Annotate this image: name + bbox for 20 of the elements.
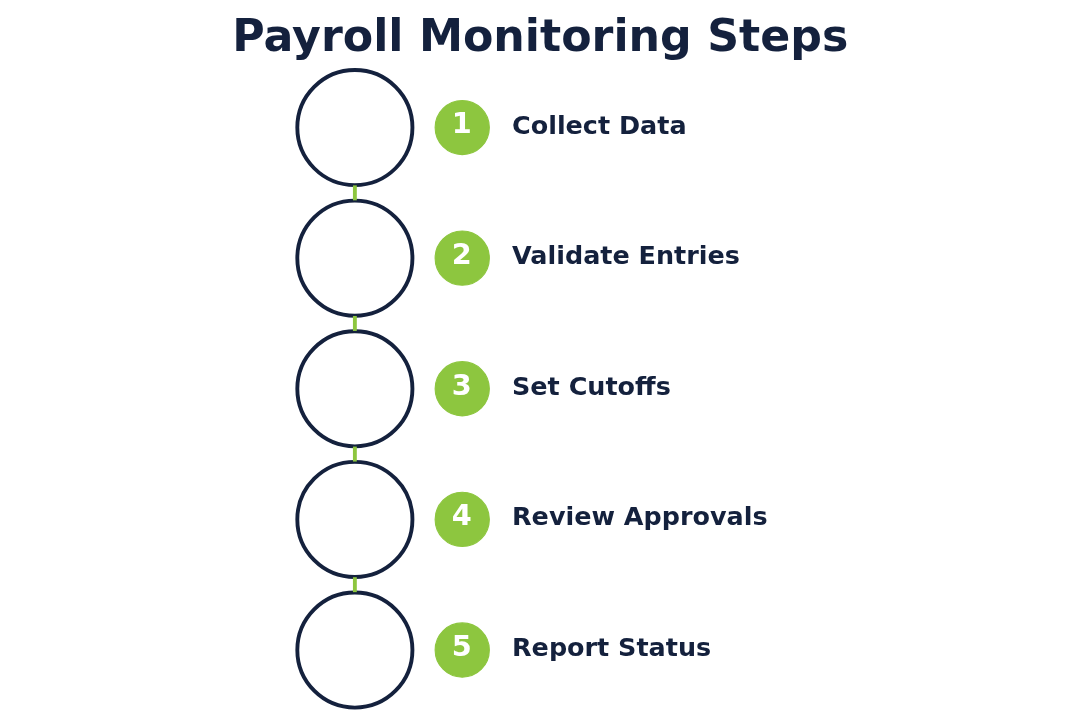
node-circle: 4 [434,491,490,548]
node-circle [295,198,415,318]
node-label: Review Approvals [512,501,768,532]
node-circle [295,68,415,188]
node-label: Report Status [512,631,712,662]
node-circle: 3 [434,361,490,417]
node-label: Collect Data [512,109,687,140]
connector [352,185,357,201]
node-circle: 1 [434,99,490,156]
node-circle [295,590,415,710]
connector [352,446,357,462]
node-label: Validate Entries [512,240,740,271]
connector [352,577,357,593]
node-circle [295,329,415,449]
connector [352,315,357,331]
node-circle [295,459,415,579]
node-circle: 2 [434,230,490,286]
diagram-title: Payroll Monitoring Steps [232,10,849,62]
node-circle: 5 [434,622,490,678]
node-label: Set Cutoffs [512,370,671,401]
